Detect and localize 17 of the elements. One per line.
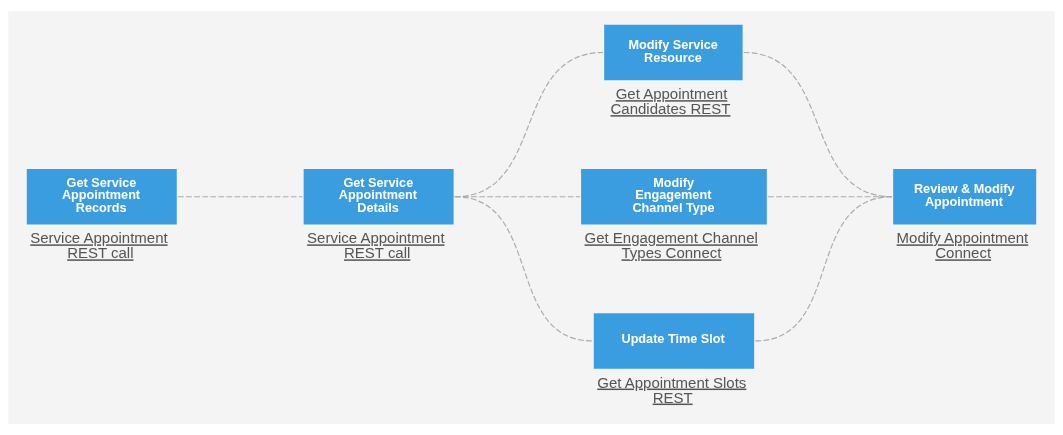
node-label: Service Appointment REST call bbox=[30, 229, 168, 262]
node-label: Get Appointment Slots REST bbox=[597, 373, 747, 406]
node-label: Modify Appointment Connect bbox=[896, 229, 1029, 262]
connector bbox=[754, 196, 893, 342]
connector bbox=[454, 196, 594, 342]
connector bbox=[177, 196, 304, 198]
node-box: Modify Service Resource bbox=[604, 24, 743, 81]
node-box: Get Service Appointment Records bbox=[26, 169, 177, 225]
node-label: Service Appointment REST call bbox=[307, 229, 445, 262]
node-label: Get Appointment Candidates REST bbox=[610, 85, 731, 118]
node-box: Get Service Appointment Details bbox=[303, 169, 454, 225]
connector bbox=[767, 196, 893, 198]
node-label: Get Engagement Channel Types Connect bbox=[584, 229, 758, 262]
connector bbox=[743, 51, 893, 198]
node-box: Review & Modify Appointment bbox=[893, 169, 1037, 225]
node-box: Modify Engagement Channel Type bbox=[581, 169, 767, 225]
node-box: Update Time Slot bbox=[593, 313, 755, 369]
